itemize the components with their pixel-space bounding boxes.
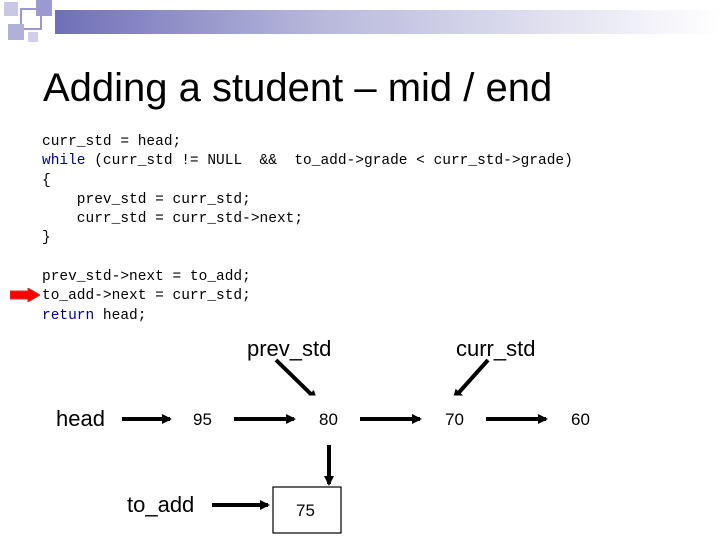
- deco-square: [28, 32, 38, 42]
- node-box: [171, 395, 233, 443]
- keyword-while: while: [42, 153, 86, 170]
- keyword-return: return: [42, 307, 95, 324]
- label-curr-std: curr_std: [456, 336, 536, 361]
- arrow-curr-std: [452, 358, 490, 400]
- new-node-value: 75: [296, 501, 315, 520]
- node-box: [297, 395, 359, 443]
- code-line: }: [42, 230, 51, 247]
- code-text: (curr_std != NULL && to_add->grade < cur…: [85, 153, 573, 170]
- node-value: 80: [319, 410, 338, 429]
- node-box: [423, 395, 485, 443]
- code-line: return head;: [42, 307, 573, 326]
- node-value: 70: [445, 410, 464, 429]
- code-block: curr_std = head; while (curr_std != NULL …: [42, 133, 573, 326]
- label-head: head: [56, 406, 105, 431]
- title-bar-decoration: [0, 0, 720, 48]
- node-value: 60: [571, 410, 590, 429]
- deco-square: [8, 24, 24, 40]
- label-to-add: to_add: [127, 492, 195, 517]
- code-line-current: to_add->next = curr_std;: [42, 288, 251, 305]
- slide-title: Adding a student – mid / end: [43, 66, 553, 110]
- code-text: head;: [94, 307, 147, 324]
- arrow-prev-std: [274, 358, 318, 401]
- node-value: 95: [193, 410, 212, 429]
- code-line: curr_std = curr_std->next;: [42, 211, 304, 228]
- code-line: while (curr_std != NULL && to_add->grade…: [42, 152, 573, 171]
- code-line: prev_std->next = to_add;: [42, 269, 251, 286]
- new-node-box: [272, 486, 342, 534]
- code-line: {: [42, 172, 51, 189]
- current-line-arrow-icon: [10, 288, 40, 302]
- label-prev-std: prev_std: [247, 336, 332, 361]
- deco-square: [36, 0, 52, 16]
- node-box: [549, 395, 611, 443]
- gradient-strip: [55, 10, 720, 34]
- code-line: curr_std = head;: [42, 134, 182, 150]
- deco-square: [4, 2, 18, 16]
- code-line: prev_std = curr_std;: [42, 191, 251, 208]
